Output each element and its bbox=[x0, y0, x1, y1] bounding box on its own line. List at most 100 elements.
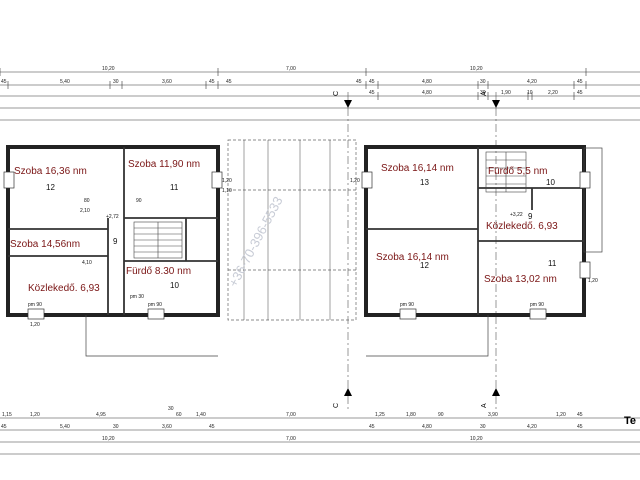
left-building-inner-walls bbox=[8, 147, 218, 315]
right-stairs bbox=[485, 151, 527, 193]
room-right-1-num: 10 bbox=[546, 178, 555, 187]
dim-top-r2-mid-1: 45 bbox=[356, 79, 362, 85]
dim-top-total-left: 10,20 bbox=[102, 66, 115, 72]
pm-label-left: pm 90 bbox=[28, 302, 42, 308]
section-a-bottom-label: A bbox=[481, 403, 488, 408]
pm-label-left-2: pm 90 bbox=[148, 302, 162, 308]
dim-bot-r2-4: 45 bbox=[209, 424, 215, 430]
dim-top-total-right: 10,20 bbox=[470, 66, 483, 72]
pm-label-door: pm 30 bbox=[130, 294, 144, 300]
dim-top-r2-mid-0: 45 bbox=[226, 79, 232, 85]
dim-bot-r1-r1: 1,80 bbox=[406, 412, 416, 418]
dim-bot-r1-4: 60 bbox=[176, 412, 182, 418]
level-right: +3,22 bbox=[510, 212, 523, 218]
dim-top-r3-4: 10 bbox=[527, 90, 533, 96]
room-left-4-name: Közlekedő. 6,93 bbox=[28, 283, 100, 294]
room-right-4-name: Szoba 13,02 nm bbox=[484, 274, 557, 285]
dim-top-r3-1: 4,80 bbox=[422, 90, 432, 96]
room-right-0-num: 13 bbox=[420, 178, 429, 187]
dim-bot-r1-1: 1,20 bbox=[30, 412, 40, 418]
height-label-5: 1,20 bbox=[588, 278, 598, 284]
dim-top-r3-5: 2,20 bbox=[548, 90, 558, 96]
right-building-inner-walls bbox=[366, 147, 584, 315]
level-left: +2,72 bbox=[106, 214, 119, 220]
height-label-1: 1,20 bbox=[30, 322, 40, 328]
dim-bot-total-left: 10,20 bbox=[102, 436, 115, 442]
corner-label: Te bbox=[624, 415, 636, 427]
dim-top-r2-r3: 4,20 bbox=[527, 79, 537, 85]
height-label-2: 1,20 bbox=[222, 178, 232, 184]
left-building-walls bbox=[6, 145, 220, 317]
dim-bot-r2-r4: 45 bbox=[577, 424, 583, 430]
dim-bot-r1-r3: 3,90 bbox=[488, 412, 498, 418]
room-left-1-name: Szoba 11,90 nm bbox=[128, 159, 200, 170]
dim-bot-r1-r5: 45 bbox=[577, 412, 583, 418]
width-80: 80 bbox=[84, 198, 90, 204]
room-right-4-num: 11 bbox=[548, 259, 557, 268]
dim-bot-r1-r0: 1,25 bbox=[375, 412, 385, 418]
section-c-top-label: C bbox=[333, 91, 340, 96]
room-left-3-name: Fürdő 8.30 nm bbox=[126, 266, 191, 277]
room-right-3-name: Szoba 16,14 nm bbox=[376, 252, 449, 263]
dim-bot-r2-r2: 30 bbox=[480, 424, 486, 430]
section-c-bottom-label: C bbox=[333, 403, 340, 408]
dim-bot-r2-r3: 4,20 bbox=[527, 424, 537, 430]
width-90: 90 bbox=[136, 198, 142, 204]
dim-top-r2-2: 30 bbox=[113, 79, 119, 85]
dim-top-r2-1: 5,40 bbox=[60, 79, 70, 85]
room-left-0-name: Szoba 16,36 nm bbox=[14, 166, 87, 177]
middle-dim-lines bbox=[243, 140, 331, 320]
dim-bot-r1-r4: 1,20 bbox=[556, 412, 566, 418]
dim-top-r2-r4: 45 bbox=[577, 79, 583, 85]
room-right-1-name: Fürdő 5,5 nm bbox=[488, 166, 547, 177]
dim-top-r3-3: 1,90 bbox=[501, 90, 511, 96]
height-label-3: 1,20 bbox=[350, 178, 360, 184]
dim-bot-r2-r0: 45 bbox=[369, 424, 375, 430]
window-marks bbox=[3, 171, 591, 320]
room-left-2-num: 9 bbox=[113, 237, 118, 246]
width-410: 4,10 bbox=[82, 260, 92, 266]
room-right-2-name: Közlekedő. 6,93 bbox=[486, 221, 558, 232]
dim-top-r2-r2: 30 bbox=[480, 79, 486, 85]
middle-area bbox=[227, 139, 357, 321]
room-left-3-num: 10 bbox=[170, 281, 179, 290]
dim-bot-r1-5: 1,40 bbox=[196, 412, 206, 418]
dim-top-r2-0: 45 bbox=[1, 79, 7, 85]
room-left-2-name: Szoba 14,56nm bbox=[10, 239, 80, 250]
top-dimension-lines bbox=[0, 71, 640, 121]
bottom-dimension-lines bbox=[0, 417, 640, 455]
dim-top-r2-r1: 4,80 bbox=[422, 79, 432, 85]
left-stairs bbox=[133, 221, 183, 259]
dim-bot-r1-r2: 90 bbox=[438, 412, 444, 418]
dim-top-r3-2: 30 bbox=[480, 90, 486, 96]
section-a-top-label: A bbox=[481, 91, 488, 96]
dim-bot-r2-0: 45 bbox=[1, 424, 7, 430]
dim-top-r2-3: 3,60 bbox=[162, 79, 172, 85]
room-left-0-num: 12 bbox=[46, 183, 55, 192]
room-right-0-name: Szoba 16,14 nm bbox=[381, 163, 454, 174]
dim-bot-total-mid: 7,00 bbox=[286, 436, 296, 442]
dim-bot-r2-r1: 4,80 bbox=[422, 424, 432, 430]
room-right-2-num: 9 bbox=[528, 212, 533, 221]
room-right-3-num: 12 bbox=[420, 261, 429, 270]
pm-label-right: pm 90 bbox=[400, 302, 414, 308]
section-markers bbox=[344, 100, 500, 396]
dim-bot-r1-2: 4,95 bbox=[96, 412, 106, 418]
dim-bot-total-right: 10,20 bbox=[470, 436, 483, 442]
dim-bot-r1-3: 30 bbox=[168, 406, 174, 412]
dim-bot-r2-3: 3,60 bbox=[162, 424, 172, 430]
dim-top-total-mid: 7,00 bbox=[286, 66, 296, 72]
pm-label-right-2: pm 90 bbox=[530, 302, 544, 308]
room-left-1-num: 11 bbox=[170, 183, 179, 192]
dim-bot-r1-0: 1,15 bbox=[2, 412, 12, 418]
dim-bot-r1-mid: 7,00 bbox=[286, 412, 296, 418]
dim-top-r2-4: 45 bbox=[209, 79, 215, 85]
top-dimension-ticks bbox=[0, 68, 587, 100]
dim-top-r3-6: 45 bbox=[577, 90, 583, 96]
height-label-4: 1,10 bbox=[222, 188, 232, 194]
dim-bot-r2-1: 5,40 bbox=[60, 424, 70, 430]
dim-bot-r2-2: 30 bbox=[113, 424, 119, 430]
dim-top-r3-0: 45 bbox=[369, 90, 375, 96]
